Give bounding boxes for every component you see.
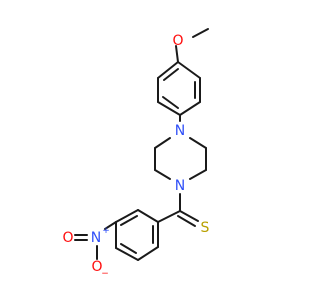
bond-ring1-4 — [157, 101, 181, 116]
bond-ring1-double-c — [163, 68, 179, 81]
atom-nitro-oxygen-bottom: O — [91, 259, 102, 275]
atom-nitro-oxygen-left: O — [62, 230, 73, 246]
bond-carbon-to-ring2 — [157, 210, 181, 223]
bond-pip-6 — [154, 137, 171, 149]
atom-piperazine-n-top: N — [175, 123, 185, 139]
atom-nitro-nitrogen: N — [91, 230, 101, 246]
bond-thione-b — [177, 215, 196, 227]
bond-pip-3 — [189, 169, 207, 180]
bond-ring1-1 — [177, 61, 201, 79]
bond-methyl-oxygen — [192, 28, 209, 38]
atom-piperazine-n-bottom: N — [175, 178, 185, 194]
molecule-canvas: O N N S N + O O − — [62, 28, 210, 279]
bond-ring2-3 — [115, 247, 139, 261]
bond-ring1-6 — [157, 61, 179, 79]
bond-ring2-double-c — [120, 215, 138, 226]
atom-methoxy-oxygen: O — [172, 33, 183, 49]
bond-ring1-3 — [179, 101, 201, 116]
nitro-oxygen-bottom-charge: − — [101, 269, 109, 279]
bond-ring2-double-b — [120, 243, 137, 254]
nitro-nitrogen-charge: + — [102, 226, 110, 236]
bond-ring2-to-nitro — [104, 221, 117, 230]
bond-ring1-double-b — [162, 96, 179, 109]
molecule-structure: O N N S N + O O − — [62, 28, 210, 279]
bond-oxygen-ring — [175, 45, 179, 63]
bond-ring2-5 — [115, 209, 139, 223]
bonds — [74, 28, 209, 261]
bond-ring2-2 — [137, 246, 159, 261]
atom-thione-sulfur: S — [201, 220, 210, 236]
bond-ring2-6 — [137, 209, 159, 223]
bond-pip-1 — [189, 137, 207, 149]
bond-thione-a — [179, 210, 199, 222]
bond-pip-4 — [154, 169, 171, 180]
atom-labels: O N N S N + O O − — [62, 33, 209, 279]
